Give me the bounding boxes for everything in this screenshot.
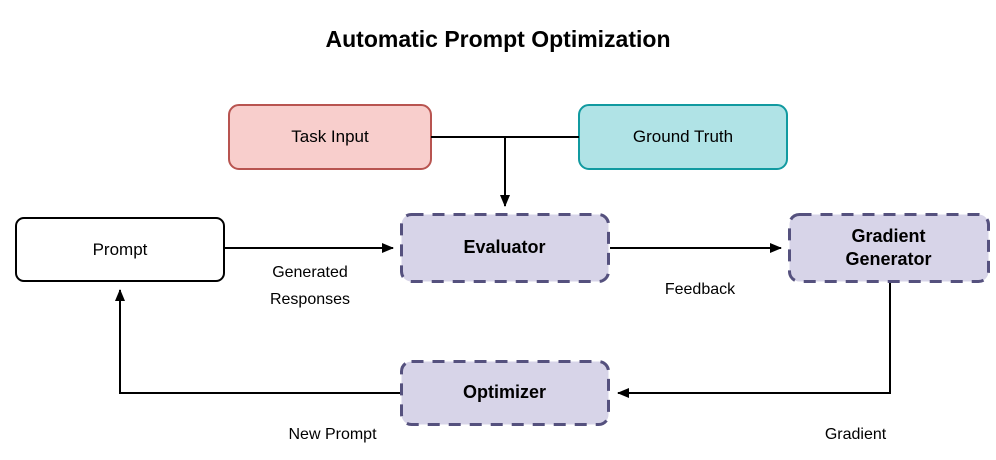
gradient-generator-node bbox=[788, 213, 990, 283]
gradientgenerator-to-optimizer-arrow bbox=[617, 283, 891, 398]
evaluator-node bbox=[400, 213, 610, 283]
generated-responses-edge-label: Generated Responses bbox=[269, 264, 351, 309]
optimizer-label: Optimizer bbox=[462, 382, 546, 403]
task-input-label: Task Input bbox=[291, 127, 369, 147]
prompt-label: Prompt bbox=[92, 239, 148, 259]
gradient-generator-label-text: Gradient Generator bbox=[845, 226, 932, 269]
optimizer-node bbox=[400, 360, 610, 426]
feedback-edge-label: Feedback bbox=[664, 281, 736, 298]
gradient-edge-label: Gradient bbox=[824, 426, 887, 443]
ground-truth-label: Ground Truth bbox=[632, 127, 734, 147]
new-prompt-edge-label: New Prompt bbox=[288, 426, 377, 443]
gradient-generator-label: Gradient Generator bbox=[789, 214, 988, 281]
diagram-title: Automatic Prompt Optimization bbox=[325, 26, 671, 52]
prompt-node bbox=[15, 217, 225, 282]
evaluator-label: Evaluator bbox=[463, 237, 546, 258]
optimizer-to-prompt-arrow bbox=[115, 289, 400, 394]
